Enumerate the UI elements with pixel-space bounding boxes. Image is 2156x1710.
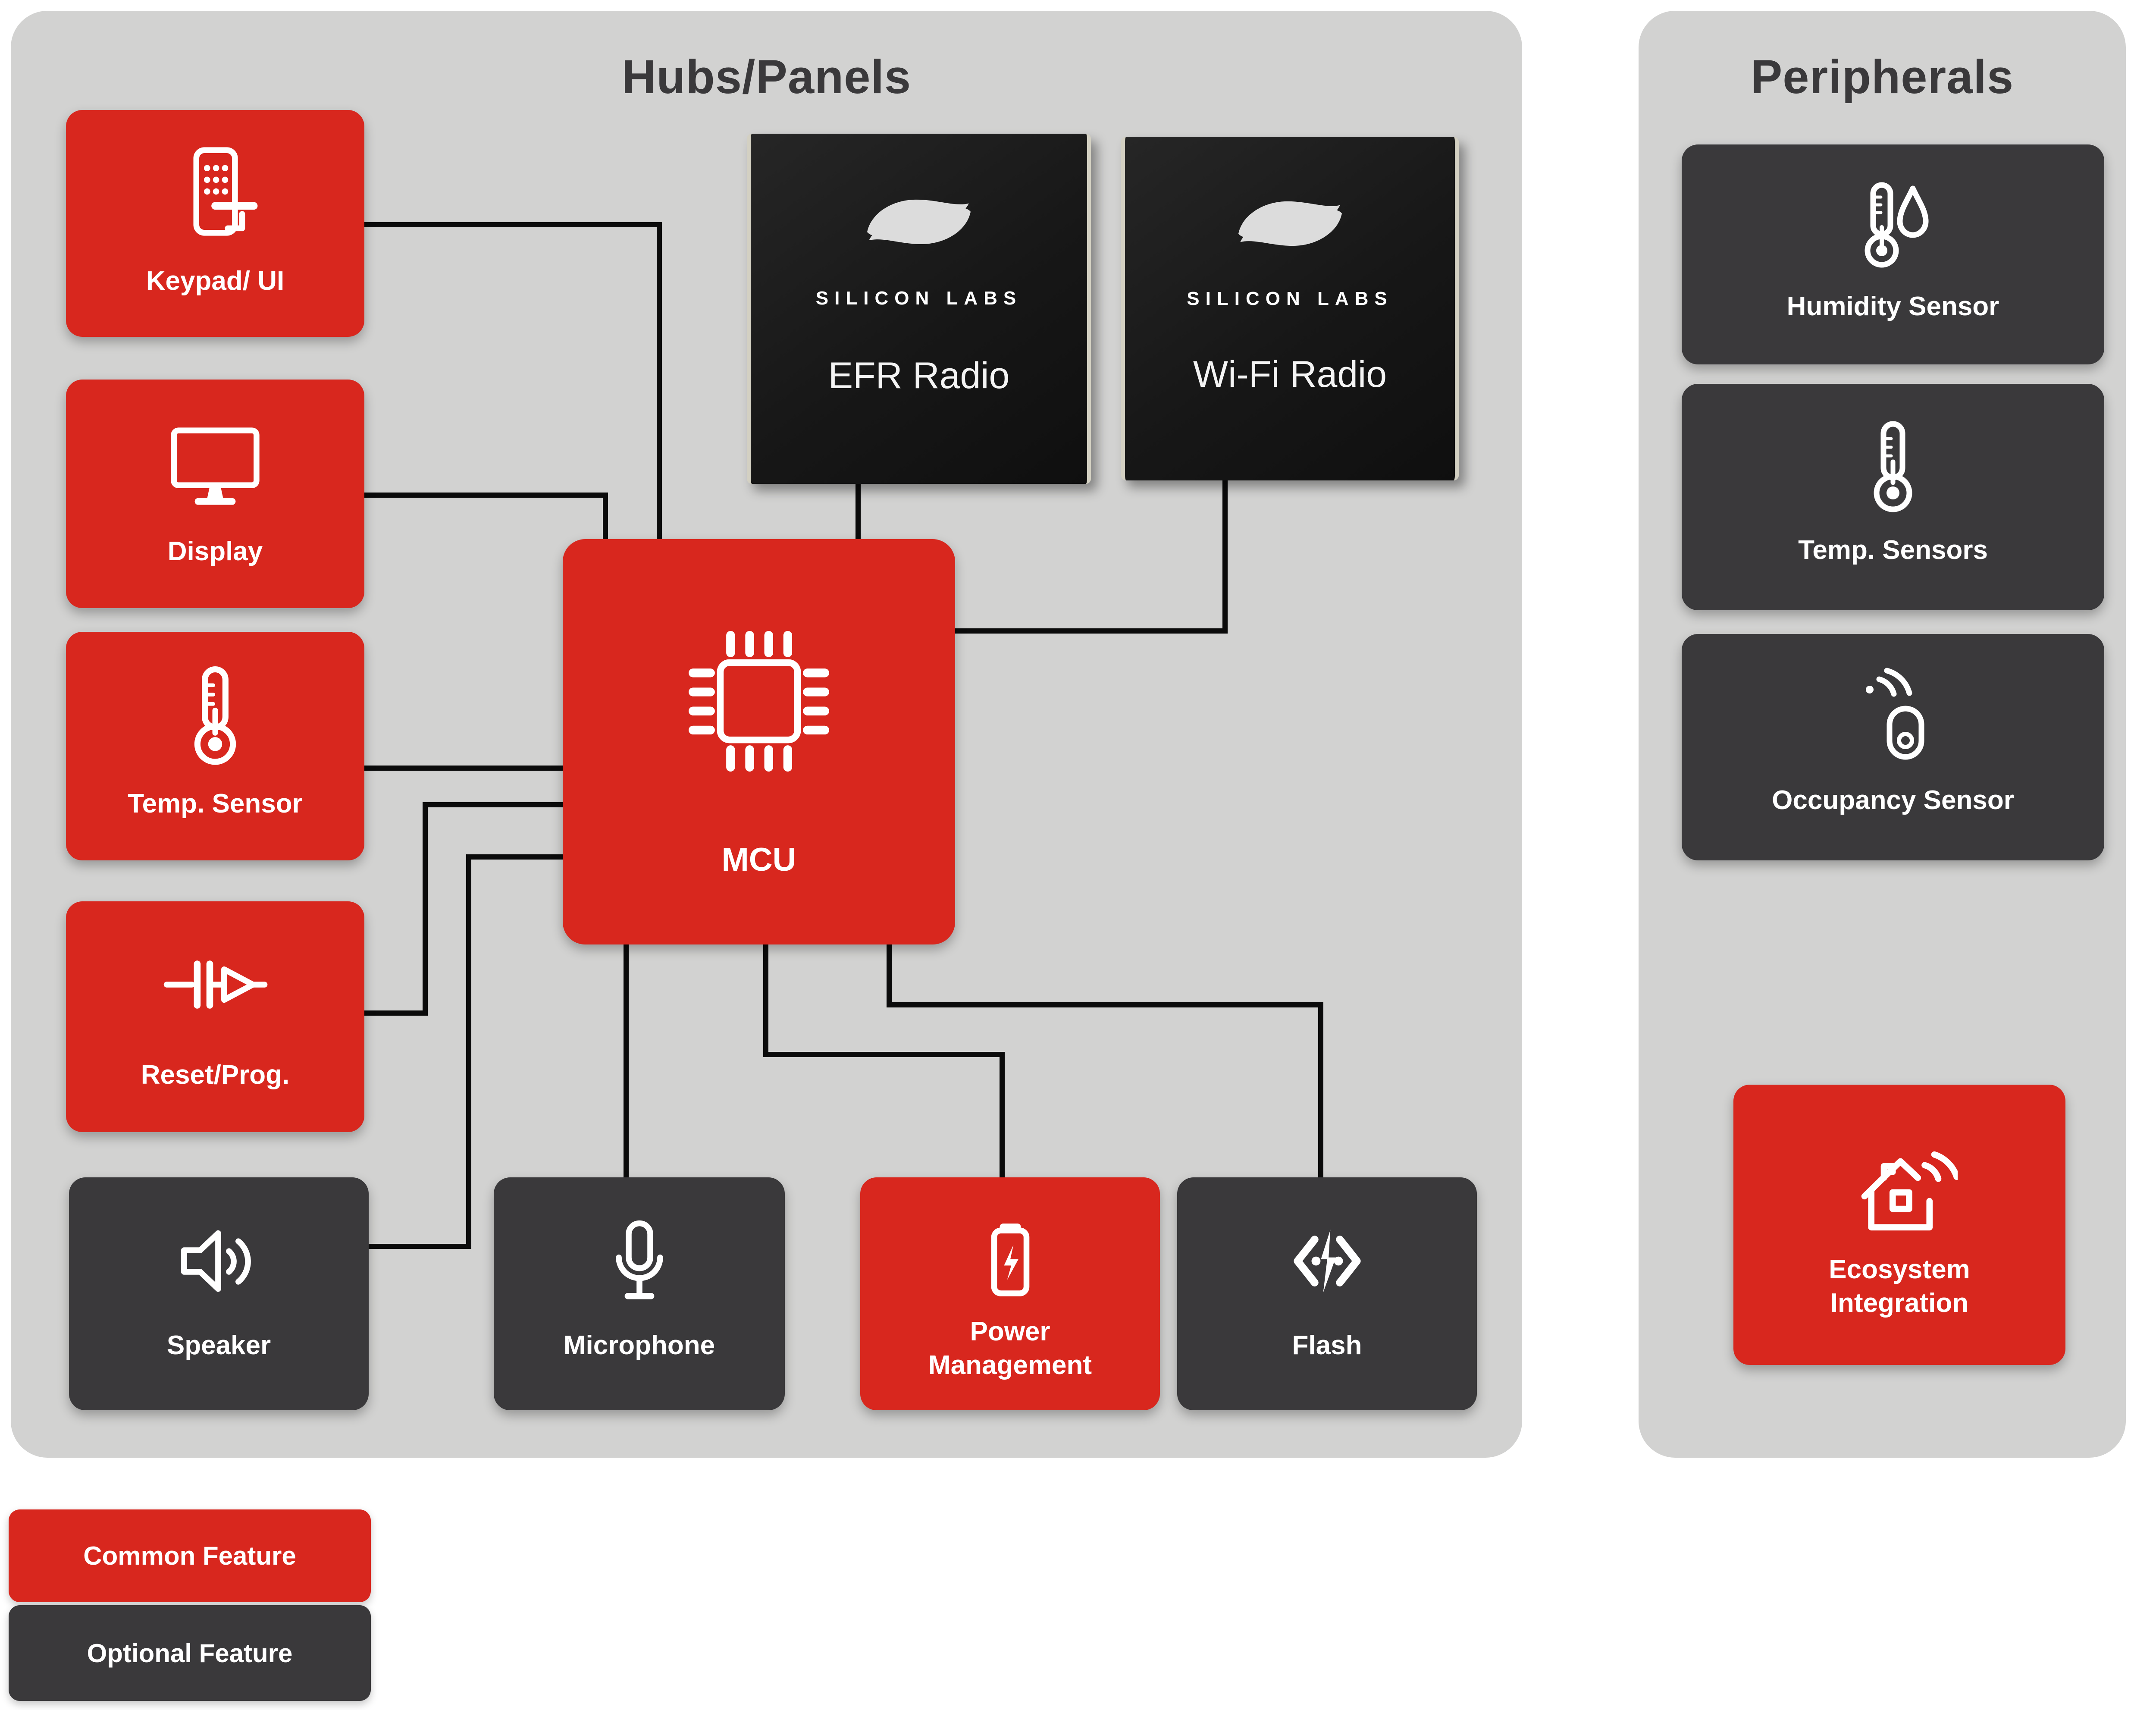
- display-block: Display: [66, 380, 364, 608]
- block-label: MCU: [721, 841, 796, 878]
- humidity-sensor-block: Humidity Sensor: [1682, 144, 2104, 364]
- speaker-block: Speaker: [69, 1177, 369, 1410]
- efr-radio-chip: SILICON LABS EFR Radio: [747, 134, 1091, 484]
- wire-wifi-to-mcu: [955, 480, 1228, 634]
- block-label: Temp. Sensors: [1798, 535, 1988, 565]
- microphone-block: Microphone: [494, 1177, 785, 1410]
- mcu-block: MCU: [563, 539, 955, 944]
- ecosystem-integration-block: Ecosystem Integration: [1733, 1085, 2065, 1365]
- legend-label: Common Feature: [83, 1541, 296, 1570]
- silicon-labs-logo-icon: [867, 199, 971, 245]
- wire-speaker-to-mcu: [369, 854, 563, 1249]
- wire-mcu-to-power: [763, 944, 1005, 1177]
- occupancy-sensor-block: Occupancy Sensor: [1682, 634, 2104, 860]
- wifi-radio-chip: SILICON LABS Wi-Fi Radio: [1121, 137, 1459, 480]
- legend-common-feature: Common Feature: [9, 1509, 371, 1602]
- block-label: Ecosystem Integration: [1829, 1255, 1970, 1318]
- wire-resetprog-to-mcu: [364, 802, 563, 1016]
- legend-label: Optional Feature: [87, 1638, 293, 1668]
- reset-circuit-icon: [66, 925, 364, 1045]
- block-label: Reset/Prog.: [141, 1060, 290, 1090]
- microphone-icon: [494, 1201, 785, 1322]
- legend-optional-feature: Optional Feature: [9, 1605, 371, 1701]
- wire-keypad-to-mcu: [364, 222, 662, 539]
- silicon-labs-wordmark: SILICON LABS: [1187, 288, 1393, 309]
- smart-home-icon: [1733, 1113, 2065, 1258]
- peripherals-title: Peripherals: [1750, 50, 2014, 104]
- block-label: Occupancy Sensor: [1772, 785, 2014, 815]
- block-label: Power Management: [928, 1316, 1092, 1380]
- chip-name: Wi-Fi Radio: [1193, 354, 1387, 395]
- block-label: Humidity Sensor: [1786, 291, 1999, 321]
- flash-memory-icon: [1177, 1201, 1477, 1322]
- block-label: Keypad/ UI: [146, 266, 285, 296]
- block-label: Temp. Sensor: [128, 789, 303, 819]
- block-label: Speaker: [166, 1330, 271, 1360]
- hubs-panels-title: Hubs/Panels: [621, 50, 912, 104]
- power-management-block: Power Management: [860, 1177, 1160, 1410]
- silicon-labs-logo-icon: [1238, 201, 1342, 246]
- battery-icon: [860, 1201, 1160, 1322]
- thermometer-icon: [1682, 407, 2104, 524]
- wire-display-to-mcu: [364, 493, 608, 539]
- humidity-icon: [1682, 166, 2104, 281]
- temp-sensor-block: Temp. Sensor: [66, 632, 364, 860]
- speaker-icon: [69, 1201, 369, 1322]
- mcu-chip-icon: [563, 596, 955, 807]
- flash-block: Flash: [1177, 1177, 1477, 1410]
- reset-prog-block: Reset/Prog.: [66, 901, 364, 1132]
- wire-mcu-to-flash: [887, 944, 1323, 1177]
- block-label: Flash: [1292, 1330, 1362, 1360]
- monitor-icon: [66, 402, 364, 521]
- occupancy-icon: [1682, 657, 2104, 775]
- keypad-ui-block: Keypad/ UI: [66, 110, 364, 337]
- silicon-labs-wordmark: SILICON LABS: [815, 288, 1022, 309]
- thermometer-icon: [66, 655, 364, 774]
- block-label: Microphone: [563, 1330, 715, 1360]
- temp-sensors-block: Temp. Sensors: [1682, 384, 2104, 610]
- chip-name: EFR Radio: [828, 355, 1010, 396]
- block-label: Display: [167, 537, 263, 567]
- keypad-lock-icon: [66, 133, 364, 251]
